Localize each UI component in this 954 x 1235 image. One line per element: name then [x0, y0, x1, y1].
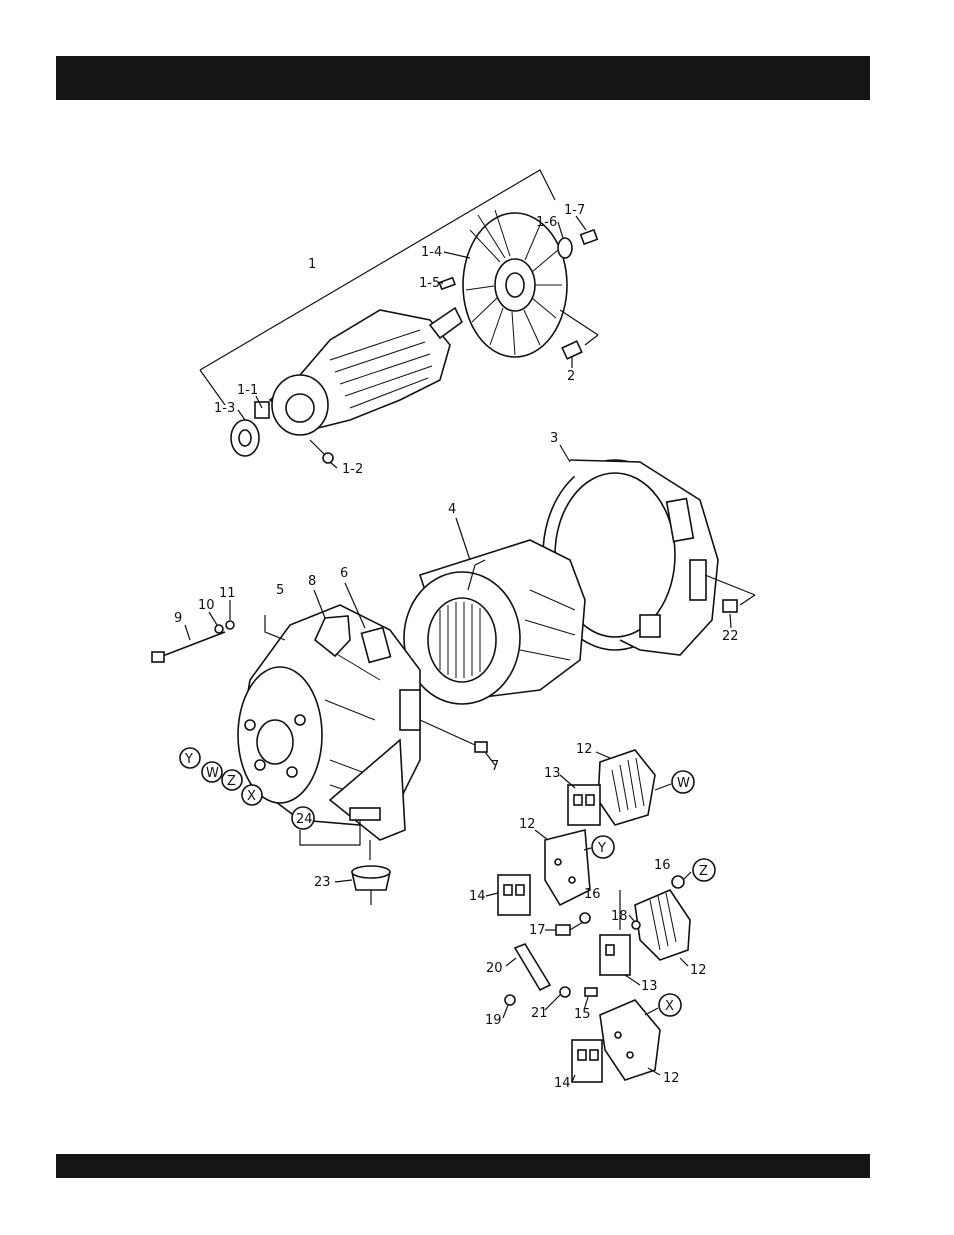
callout-label: 17	[529, 923, 546, 938]
callout-label: 16	[654, 858, 671, 873]
callout-label: 13	[544, 766, 561, 781]
callout-label: 1-2	[342, 462, 363, 477]
callout-label: 1-6	[536, 215, 557, 230]
callout-label: 21	[531, 1006, 548, 1021]
rotor-assembly	[200, 170, 598, 463]
callout-label: 23	[314, 875, 331, 890]
callout-label: 8	[308, 574, 316, 589]
callout-label: 1-4	[421, 245, 442, 260]
callout-label: Y	[184, 752, 193, 767]
washer-part	[226, 621, 234, 629]
callout-label: 4	[448, 502, 456, 517]
slip-ring	[255, 402, 269, 418]
callout-label: 18	[611, 909, 628, 924]
callout-label: 12	[690, 963, 707, 978]
callout-label: 5	[276, 583, 284, 598]
footer-bar	[56, 1154, 870, 1178]
diode-part	[560, 987, 570, 997]
callout-label: 16	[584, 887, 601, 902]
callout-label: Y	[597, 841, 606, 856]
terminal-block	[572, 1040, 602, 1082]
callout-label: 12	[576, 742, 593, 757]
callout-label: 1-3	[214, 401, 235, 416]
callout-label: 11	[219, 586, 236, 601]
stator	[404, 540, 585, 704]
copper-bar	[515, 944, 550, 990]
callout-label: 2	[567, 369, 575, 384]
bolt-part	[581, 230, 598, 244]
nut-part	[632, 921, 640, 929]
callout-label: 19	[485, 1013, 502, 1028]
bolt-part	[723, 600, 737, 612]
rubber-mount	[352, 840, 390, 905]
callout-label: 1-5	[419, 276, 440, 291]
callout-label: 14	[469, 889, 486, 904]
callout-label: 9	[174, 611, 182, 626]
callout-label: 1	[308, 257, 316, 272]
screw-part	[475, 742, 487, 752]
callout-label: 1-1	[237, 383, 258, 398]
callout-label: Z	[699, 864, 708, 879]
screw-part	[556, 925, 570, 935]
washer-part	[558, 238, 572, 258]
callout-label: 12	[663, 1071, 680, 1086]
terminal-block	[600, 935, 630, 975]
callout-label: 15	[574, 1007, 591, 1022]
washer-part	[580, 913, 590, 923]
terminal-block	[498, 875, 530, 915]
callout-label: 10	[198, 598, 215, 613]
callout-label: Z	[227, 774, 236, 789]
callout-label: 1-7	[564, 203, 585, 218]
callout-label: 20	[486, 961, 503, 976]
callout-label: 24	[296, 812, 313, 827]
rectifier-group-w	[568, 750, 655, 825]
cooling-fan	[463, 210, 567, 357]
callout-label: 13	[641, 979, 658, 994]
nut-part	[505, 995, 515, 1005]
callout-label: 3	[550, 431, 558, 446]
nut-part	[672, 876, 684, 888]
callout-label: 6	[340, 566, 348, 581]
callout-label: X	[665, 999, 674, 1014]
rectifier-group-y	[498, 830, 590, 935]
callout-label: 22	[722, 629, 739, 644]
terminal-block	[568, 785, 600, 825]
callout-label: 14	[554, 1076, 571, 1091]
regulator-block	[400, 690, 420, 730]
screw-part	[585, 988, 597, 996]
callout-label: W	[677, 776, 690, 791]
callout-label: W	[206, 766, 219, 781]
callout-label: X	[247, 789, 256, 804]
callout-label: 12	[519, 817, 536, 832]
nut-part	[215, 625, 223, 633]
